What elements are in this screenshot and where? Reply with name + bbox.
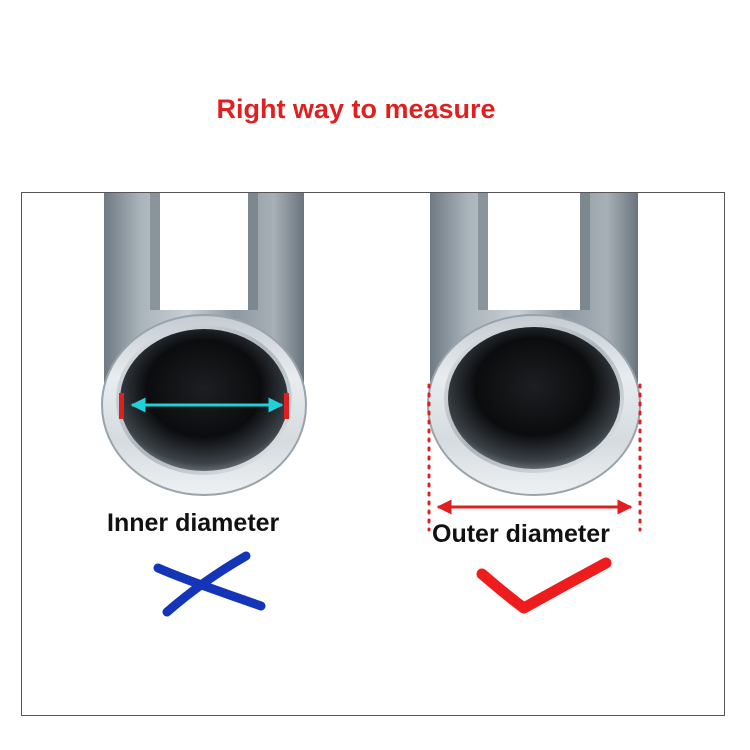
inner-right-cap <box>284 393 289 419</box>
cross-icon <box>153 551 266 617</box>
outer-diameter-guides <box>427 383 642 532</box>
left-pipe <box>101 193 307 496</box>
right-pipe <box>427 193 641 496</box>
inner-diameter-arrow <box>119 393 289 419</box>
diagram-frame <box>21 192 725 716</box>
outer-diameter-label: Outer diameter <box>432 520 610 548</box>
inner-diameter-label: Inner diameter <box>107 509 280 537</box>
check-icon <box>476 557 612 614</box>
page-title: Right way to measure <box>216 94 496 124</box>
inner-left-cap <box>119 393 124 419</box>
